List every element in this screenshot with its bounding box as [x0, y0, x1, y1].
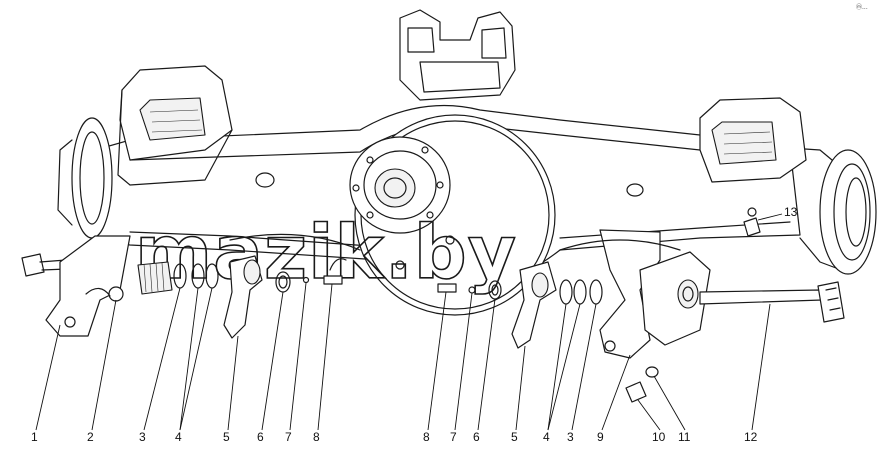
callout-label: 13	[784, 205, 798, 219]
callout-label: 6	[473, 430, 480, 444]
right-mount-bracket	[626, 97, 807, 197]
callout-label: 8	[423, 430, 430, 444]
callout-label: 3	[139, 430, 146, 444]
callout-label: 8	[313, 430, 320, 444]
callout-label: 7	[285, 430, 292, 444]
callout-label: 5	[511, 430, 518, 444]
callout-label: 10	[652, 430, 666, 444]
callout-label: 1	[31, 430, 38, 444]
corner-mark: ⓜ...	[856, 3, 868, 11]
callout-label: 7	[450, 430, 457, 444]
leader-lines	[35, 213, 783, 431]
callout-label: 11	[678, 430, 691, 444]
callout-label: 2	[87, 430, 94, 444]
differential-housing	[349, 114, 556, 316]
callout-label: 9	[597, 430, 604, 444]
callout-label: 12	[744, 430, 758, 444]
left-exploded-parts	[21, 233, 361, 339]
callout-label: 3	[567, 430, 574, 444]
callout-label: 4	[543, 430, 550, 444]
right-exploded-parts	[437, 207, 845, 403]
left-mount-bracket	[117, 65, 275, 188]
top-yoke	[399, 9, 516, 101]
callout-labels: 1 2 3 4 5 6 7 8 8 7 6 5 4 3 9 10 11 12 1…	[31, 205, 798, 444]
callout-label: 5	[223, 430, 230, 444]
callout-label: 4	[175, 430, 182, 444]
callout-label: 6	[257, 430, 264, 444]
